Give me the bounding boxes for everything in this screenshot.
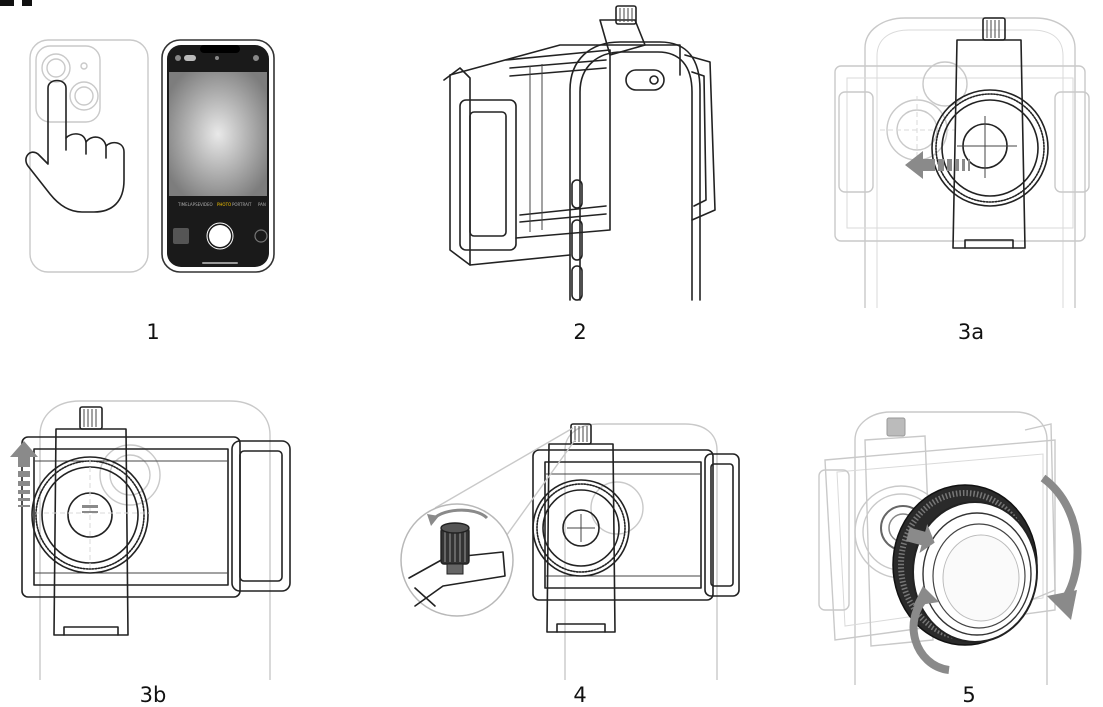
step-2-illustration	[430, 0, 730, 305]
knob-zoom-callout	[400, 427, 576, 617]
step-2-label: 2	[573, 320, 587, 344]
phone-background	[39, 400, 271, 680]
step-5-label: 5	[962, 683, 976, 707]
slide-arrow-icon	[905, 151, 970, 179]
lens-clip	[31, 406, 150, 636]
step-5-illustration	[815, 400, 1100, 685]
step-3a-illustration	[825, 8, 1100, 308]
lens-clip	[532, 423, 630, 633]
camera-mode-4: PORTRAIT	[232, 202, 252, 207]
step-4-illustration	[395, 410, 740, 680]
phone-background	[834, 17, 1090, 308]
rotate-arrow-icon	[909, 474, 1082, 674]
step-4-label: 4	[573, 683, 587, 707]
phone-side	[569, 41, 701, 301]
phone-front: TIMELAPSE VIDEO PHOTO PORTRAIT PAN	[161, 39, 275, 273]
step-1-illustration: TIMELAPSE VIDEO PHOTO PORTRAIT PAN	[20, 30, 290, 280]
lens-attachment	[892, 484, 1038, 646]
step-3b-label: 3b	[139, 683, 167, 707]
camera-mode-5: PAN	[258, 202, 266, 207]
phone-back	[29, 39, 149, 273]
step-1-label: 1	[146, 320, 160, 344]
clamp-frame	[532, 449, 740, 601]
camera-mode-2: VIDEO	[200, 202, 213, 207]
slide-arrow-icon	[906, 524, 935, 554]
step-3a-label: 3a	[957, 320, 985, 344]
heading-fragment	[0, 0, 32, 6]
phone-background	[564, 423, 718, 680]
camera-mode-1: TIMELAPSE	[177, 202, 201, 207]
clamp-frame	[21, 436, 291, 598]
slide-arrow-icon	[10, 441, 38, 507]
hand-pointer-icon	[25, 79, 125, 213]
rotate-arrow-icon	[427, 508, 489, 526]
lens-clip	[931, 17, 1049, 249]
camera-mode-3: PHOTO	[217, 202, 231, 207]
step-3b-illustration	[0, 395, 300, 680]
